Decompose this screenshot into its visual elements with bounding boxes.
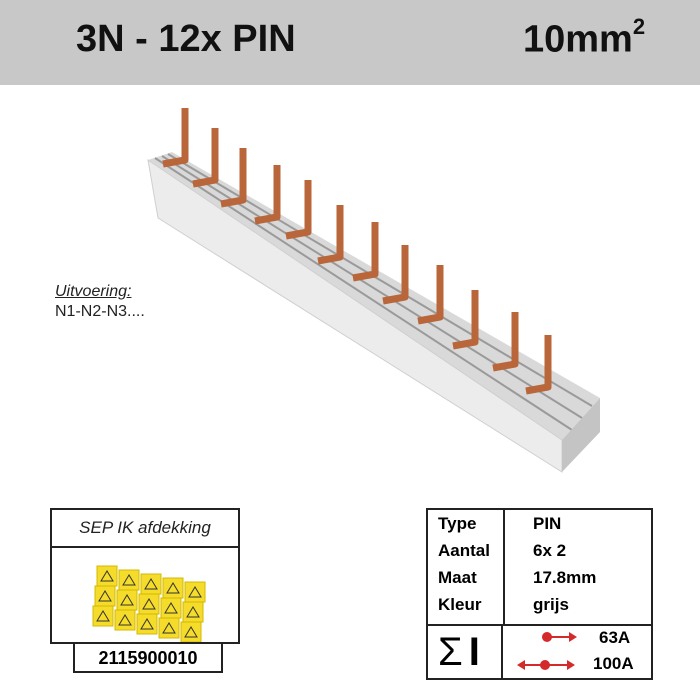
cover-cap [182,601,204,623]
cross-section: 10mm2 [523,14,645,62]
copper-pin [352,222,379,282]
warning-icon [142,598,156,610]
copper-pin [285,180,312,240]
cover-cap [92,605,114,627]
copper-pin [317,205,344,265]
variant-info: Uitvoering: N1-N2-N3.... [55,282,145,322]
cover-cap [118,569,140,591]
spec-label: Kleur [438,595,482,614]
spec-label: Type [438,514,477,533]
cover-cap [158,617,180,639]
copper-pin [382,245,409,305]
sum-symbol: Σ [438,630,463,674]
spec-value: PIN [533,514,562,533]
warning-icon [188,586,202,598]
cover-cap [184,581,206,603]
spec-label: Aantal [438,541,490,560]
copper-pin [162,108,189,168]
cover-code: 2115900010 [73,643,223,673]
cover-cap [162,577,184,599]
busbar-side [147,158,563,473]
copper-pin [254,165,281,225]
copper-pin [452,290,479,350]
feed-arrows-icon [517,632,577,670]
spec-value: 17.8mm [533,568,597,587]
copper-pin [220,148,247,208]
warning-icon [118,614,132,626]
copper-pin [417,265,444,325]
spec-label: Maat [438,568,477,587]
warning-icon [96,610,110,622]
warning-icon [140,618,154,630]
cover-cap [140,573,162,595]
copper-pins [162,108,552,395]
current-ratings: 63A 100A [505,626,651,678]
copper-pin [525,335,552,395]
busbar-end [562,398,600,472]
warning-icon [186,606,200,618]
variant-label: Uitvoering: [55,283,132,300]
spec-table: Type Aantal Maat Kleur PIN 6x 2 17.8mm g… [426,508,653,680]
warning-icon [166,582,180,594]
warning-icon [120,594,134,606]
product-title: 3N - 12x PIN [76,18,296,60]
current-single-feed: 63A [599,628,631,647]
cover-cap [180,621,202,642]
busbar-top [148,152,600,440]
warning-icon [184,626,198,638]
variant-value: N1-N2-N3.... [55,303,145,320]
warning-icon [164,602,178,614]
cover-cap [160,597,182,619]
current-i: I [468,630,480,674]
cover-cap [116,589,138,611]
cover-title: SEP IK afdekking [52,510,238,548]
warning-icon [144,578,158,590]
cover-caps-image [92,565,206,642]
cover-cap [96,565,118,587]
spec-value: grijs [533,595,569,614]
cover-box: SEP IK afdekking [50,508,240,644]
warning-icon [122,574,136,586]
current-center-feed: 100A [593,654,634,673]
header-band: 3N - 12x PIN 10mm2 [0,0,700,85]
size-value: 10mm [523,18,633,61]
copper-pin [492,312,519,372]
spec-value: 6x 2 [533,541,567,560]
warning-icon [162,622,176,634]
cover-cap [138,593,160,615]
copper-pin [192,128,219,188]
busbar-image [147,108,600,473]
warning-icon [98,590,112,602]
size-superscript: 2 [632,14,646,39]
cover-cap [136,613,158,635]
warning-icon [100,570,114,582]
cover-cap [94,585,116,607]
cover-cap [114,609,136,631]
